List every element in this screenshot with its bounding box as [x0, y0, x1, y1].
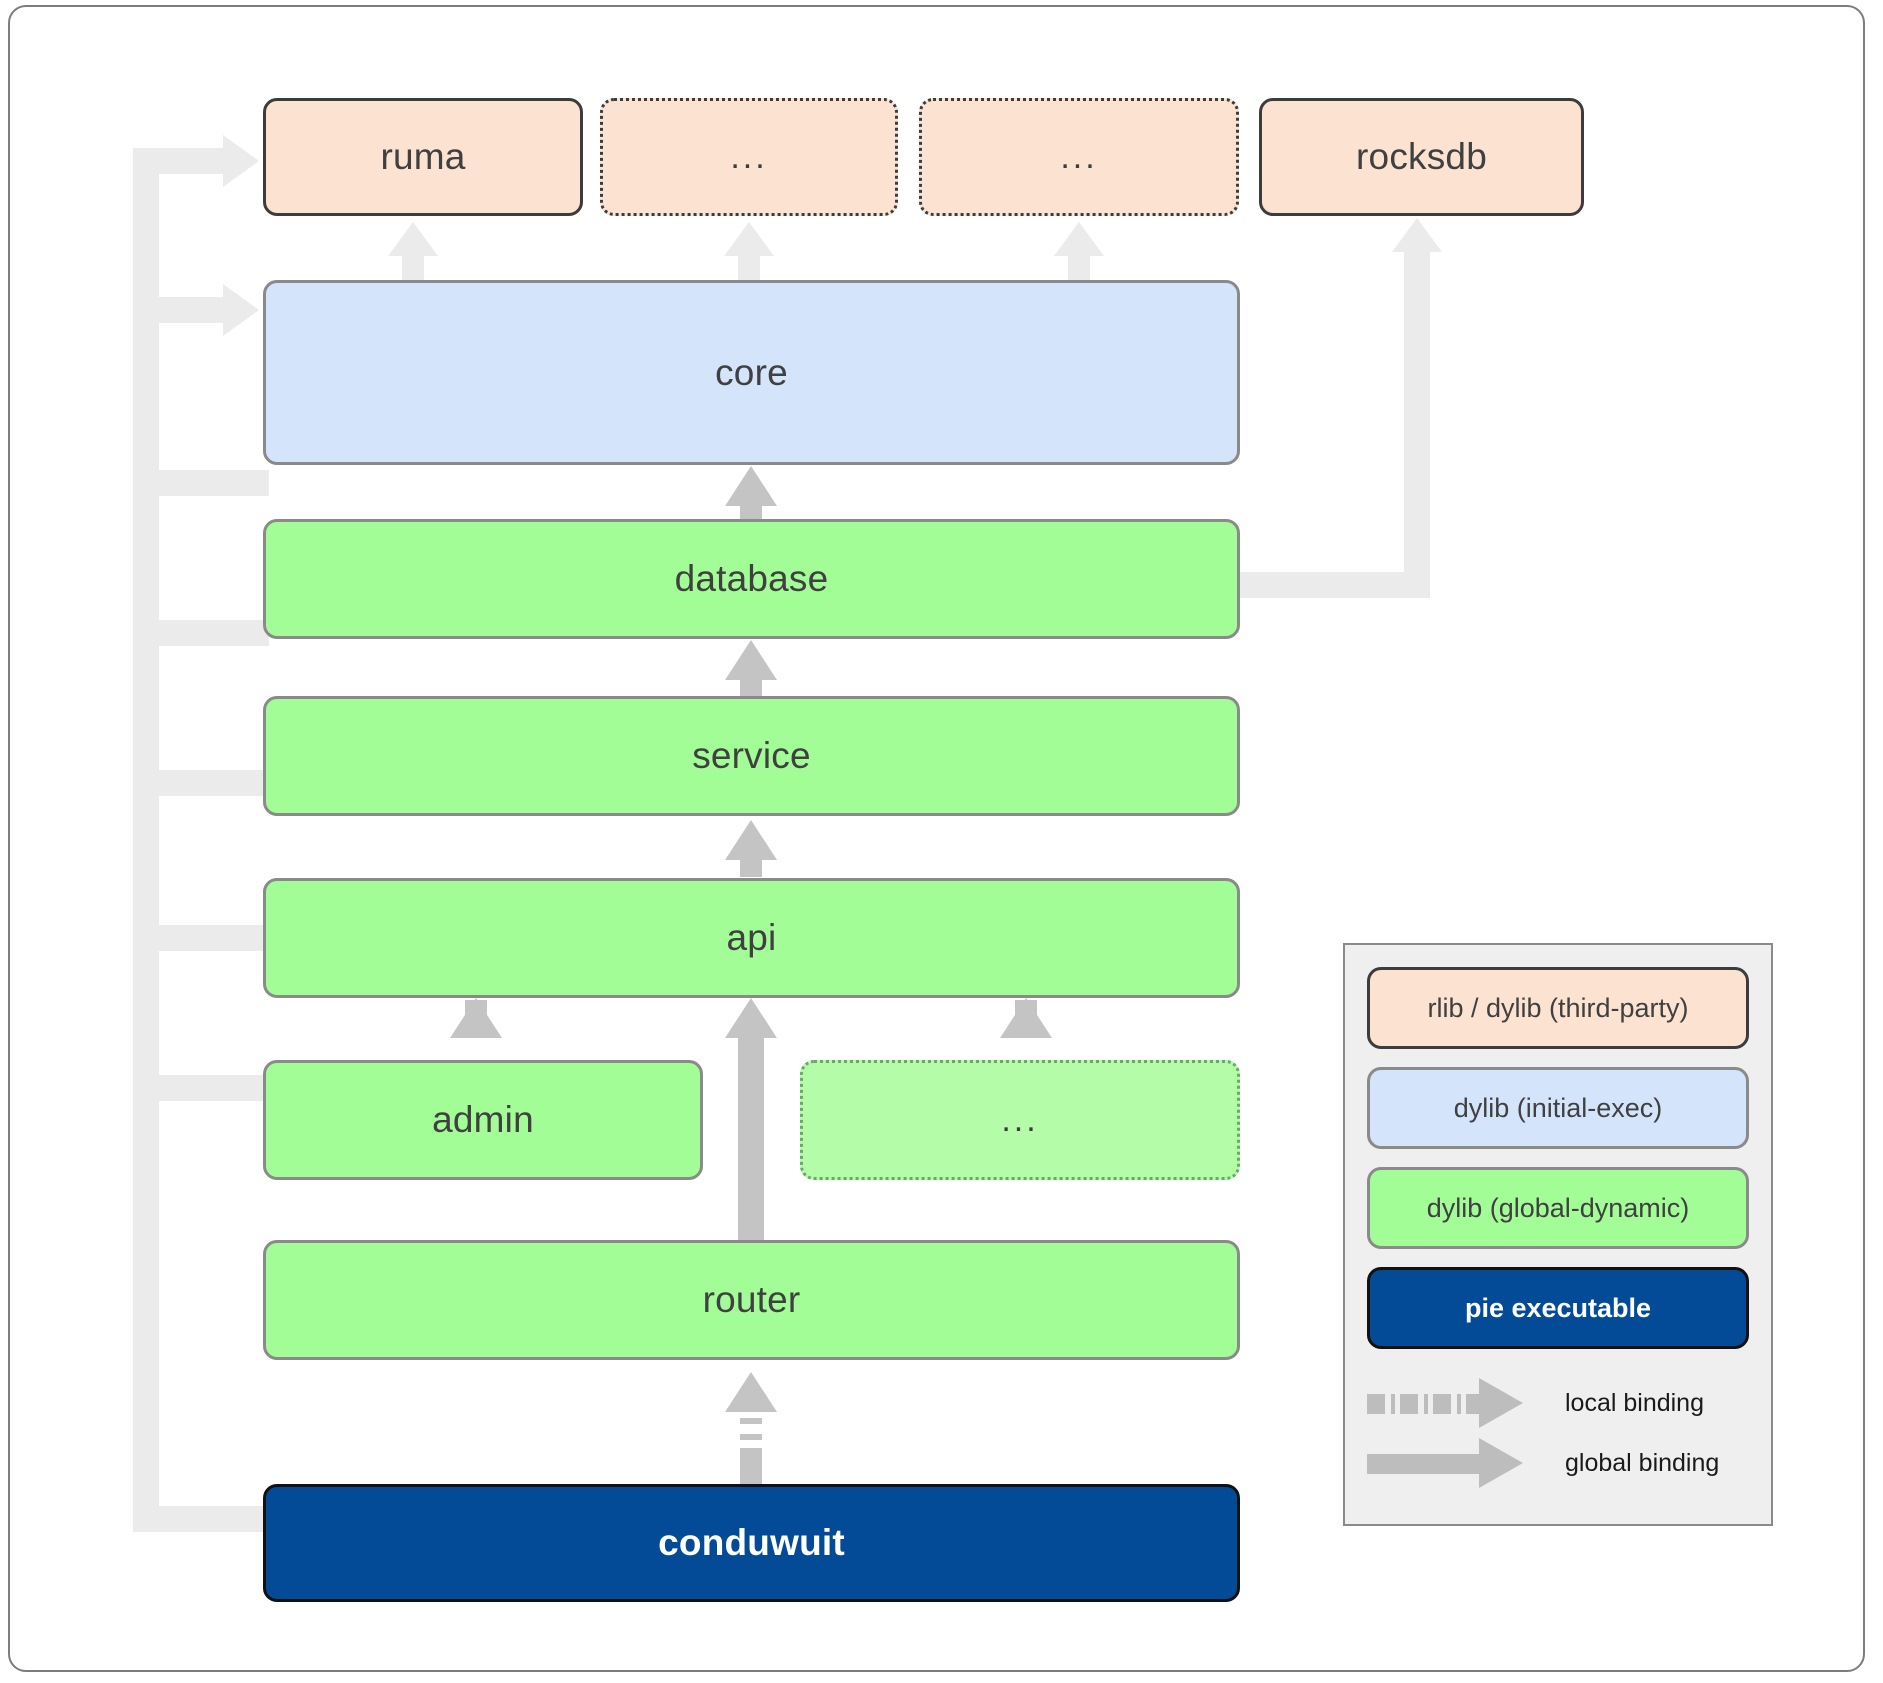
node-api-label: api	[726, 917, 777, 958]
node-database-label: database	[674, 558, 829, 599]
node-core-label: core	[715, 351, 788, 393]
arrowhead-to-ruma	[223, 135, 259, 187]
legend-arrow-global-binding: global binding	[1367, 1433, 1753, 1493]
shaft-core-to-ruma	[402, 252, 424, 280]
node-service-label: service	[692, 735, 811, 776]
legend-arrow-local-binding-label: local binding	[1565, 1388, 1704, 1417]
arrowhead-router-to-api	[725, 998, 777, 1038]
node-api[interactable]: api	[263, 878, 1240, 998]
legend-swatch-pie-executable: pie executable	[1367, 1267, 1749, 1349]
legend-panel: rlib / dylib (third-party) dylib (initia…	[1343, 943, 1773, 1526]
branch-to-api	[159, 770, 269, 796]
legend-swatch-initial-exec: dylib (initial-exec)	[1367, 1067, 1749, 1149]
branch-to-router	[159, 1075, 269, 1101]
shaft-core-to-ellipsis-1	[738, 252, 760, 280]
node-conduwuit-label: conduwuit	[658, 1522, 845, 1563]
shaft-conduwuit-to-router-seg2	[740, 1434, 762, 1440]
legend-swatch-third-party-label: rlib / dylib (third-party)	[1427, 992, 1689, 1023]
node-admin-label: admin	[432, 1099, 534, 1140]
node-router[interactable]: router	[263, 1240, 1240, 1360]
arrowhead-to-core	[223, 284, 259, 336]
node-third-party-ellipsis-2[interactable]: ...	[919, 98, 1239, 216]
arrowhead-database-to-core	[725, 466, 777, 506]
arrowhead-admin-to-api	[450, 998, 502, 1038]
branch-database-to-rocksdb-vertical	[1404, 252, 1430, 598]
legend-swatch-global-dynamic-label: dylib (global-dynamic)	[1426, 1192, 1690, 1223]
node-third-party-ellipsis-2-label: ...	[1060, 137, 1098, 176]
node-third-party-ellipsis-1[interactable]: ...	[600, 98, 898, 216]
node-database[interactable]: database	[263, 519, 1240, 639]
node-global-dynamic-ellipsis-label: ...	[1001, 1100, 1039, 1139]
legend-arrow-global-binding-label: global binding	[1565, 1448, 1720, 1477]
arrowhead-core-to-ruma	[388, 222, 438, 256]
node-router-label: router	[702, 1279, 801, 1320]
trunk-vertical	[133, 148, 159, 1532]
node-core[interactable]: core	[263, 280, 1240, 465]
arrowhead-conduwuit-to-router	[725, 1372, 777, 1412]
node-rocksdb-label: rocksdb	[1356, 136, 1487, 177]
node-third-party-ellipsis-1-label: ...	[730, 137, 768, 176]
legend-swatch-third-party: rlib / dylib (third-party)	[1367, 967, 1749, 1049]
shaft-conduwuit-to-router-seg1	[740, 1448, 762, 1484]
branch-to-admin	[159, 925, 269, 951]
local-binding-arrow-icon	[1367, 1378, 1537, 1428]
legend-swatch-initial-exec-label: dylib (initial-exec)	[1453, 1092, 1663, 1123]
branch-to-ruma	[133, 148, 223, 174]
node-ruma-label: ruma	[380, 136, 466, 177]
branch-to-service	[159, 620, 269, 646]
legend-arrow-local-binding: local binding	[1367, 1373, 1753, 1433]
node-global-dynamic-ellipsis[interactable]: ...	[800, 1060, 1240, 1180]
global-binding-arrow-icon	[1367, 1438, 1537, 1488]
shaft-core-to-ellipsis-2	[1068, 252, 1090, 280]
node-ruma[interactable]: ruma	[263, 98, 583, 216]
legend-swatch-global-dynamic: dylib (global-dynamic)	[1367, 1167, 1749, 1249]
diagram-frame	[8, 5, 1865, 1672]
arrowhead-api-to-service	[725, 820, 777, 860]
node-conduwuit[interactable]: conduwuit	[263, 1484, 1240, 1602]
branch-to-database	[159, 470, 269, 496]
node-admin[interactable]: admin	[263, 1060, 703, 1180]
arrowhead-service-to-database	[725, 640, 777, 680]
arrowhead-ellipsis-to-api	[1000, 998, 1052, 1038]
shaft-router-to-api	[738, 1035, 764, 1240]
branch-to-conduwuit	[133, 1506, 269, 1532]
branch-to-core	[159, 297, 223, 323]
arrowhead-database-to-rocksdb	[1392, 218, 1442, 252]
arrowhead-core-to-ellipsis-2	[1054, 222, 1104, 256]
node-service[interactable]: service	[263, 696, 1240, 816]
node-rocksdb[interactable]: rocksdb	[1259, 98, 1584, 216]
legend-swatch-pie-executable-label: pie executable	[1464, 1292, 1652, 1323]
branch-database-to-rocksdb-horizontal	[1240, 572, 1430, 598]
arrowhead-core-to-ellipsis-1	[724, 222, 774, 256]
shaft-conduwuit-to-router-seg3	[740, 1418, 762, 1424]
